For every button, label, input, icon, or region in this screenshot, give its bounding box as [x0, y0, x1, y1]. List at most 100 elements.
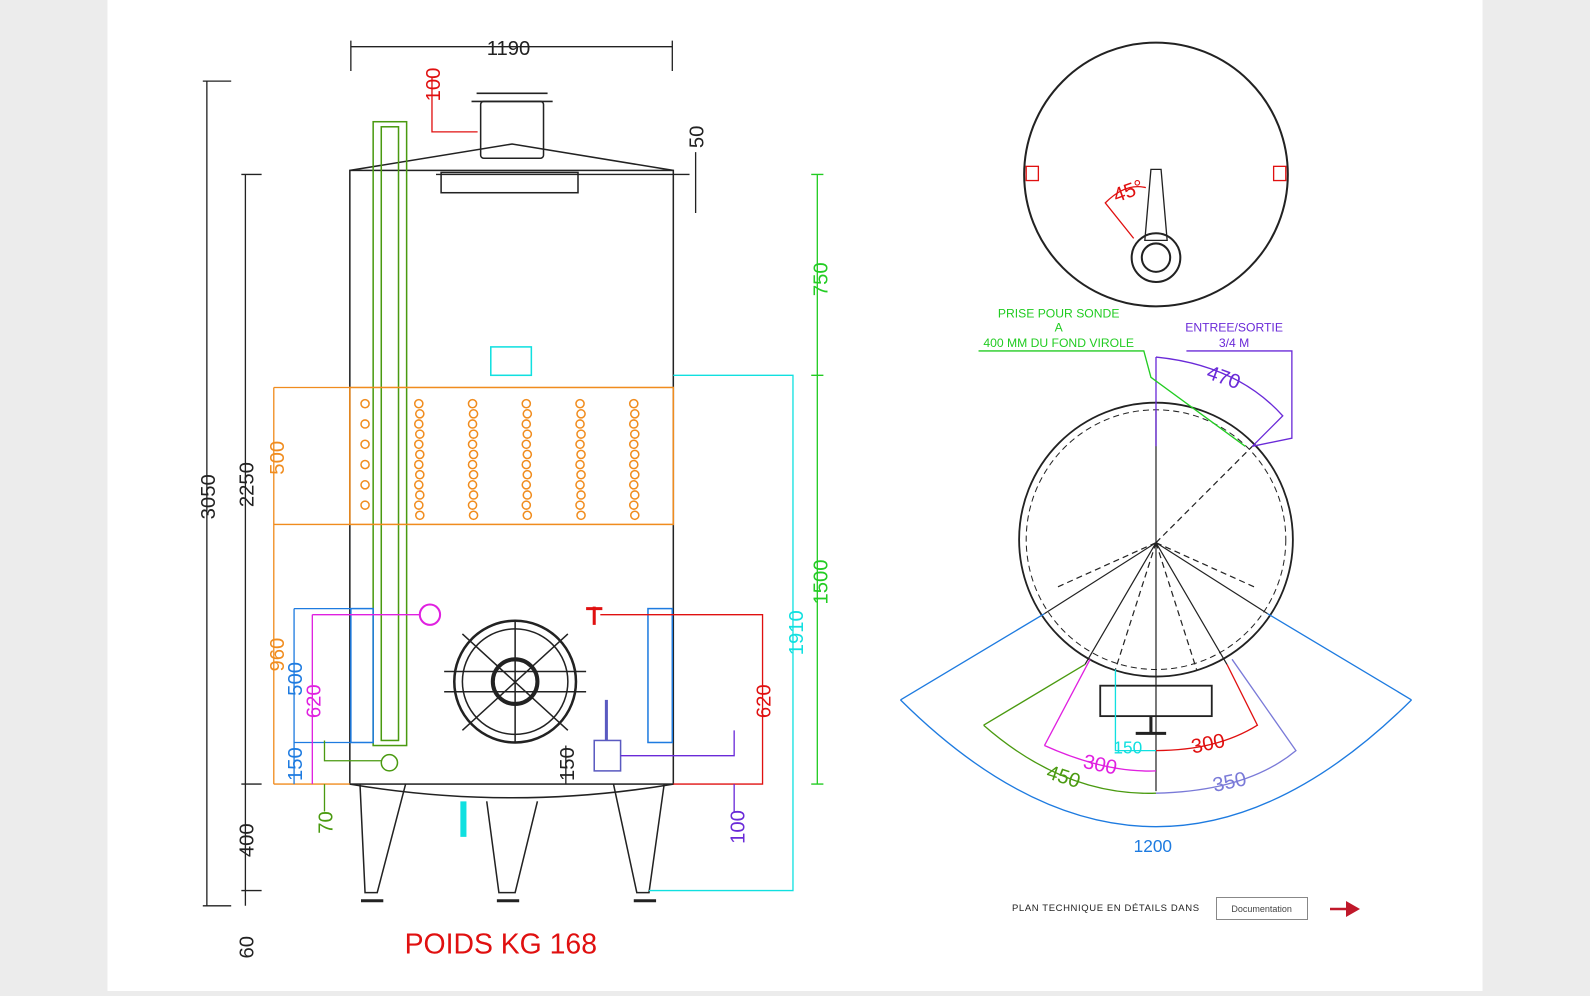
jacket-dimple [467, 480, 478, 490]
sheet-background [107, 0, 1483, 991]
documentation-bar: PLAN TECHNIQUE EN DÉTAILS DANS Documenta… [1012, 897, 1360, 920]
jacket-dimple [413, 459, 424, 470]
jacket-dimple [467, 500, 478, 510]
jacket-dimple [628, 398, 639, 409]
jacket-dimple [414, 449, 425, 460]
dim-150: 150 [1113, 738, 1142, 758]
level-gauge [372, 120, 408, 772]
arrow-right-icon[interactable] [1329, 900, 1360, 917]
dim-width: 1190 [487, 38, 531, 60]
jacket-dimple [414, 490, 425, 500]
documentation-button[interactable]: Documentation [1215, 897, 1308, 920]
probe-socket [490, 346, 533, 377]
jacket-dimple [629, 469, 640, 480]
jacket-dimple [360, 439, 370, 450]
bottom-dimension-lines [899, 350, 1412, 828]
dim-total-height: 3050 [198, 474, 220, 519]
jacket-dimple [628, 500, 639, 510]
jacket-dimple [468, 429, 479, 439]
jacket-dimple [468, 449, 479, 460]
dim-1910: 1910 [786, 610, 808, 655]
jacket-dimple [521, 439, 532, 450]
jacket-dimple [360, 480, 370, 490]
bottom-view [1018, 401, 1294, 792]
jacket-dimple [467, 419, 478, 429]
dim-jacket: 500 [267, 441, 289, 475]
dim-plate-bottom: 150 [285, 747, 307, 781]
weight-label: POIDS KG 168 [405, 928, 597, 960]
jacket-dimple [575, 419, 585, 429]
dim-roof: 50 [687, 126, 709, 149]
dim-750: 750 [810, 262, 832, 296]
bottom-notes: PRISE POUR SONDE A 400 MM DU FOND VIROLE… [983, 306, 1283, 349]
jacket-dimple [628, 439, 639, 450]
jacket-dimple [628, 459, 639, 470]
jacket-dimple [628, 480, 639, 490]
jacket-dimple [413, 500, 424, 510]
jacket-dimple [360, 459, 370, 470]
jacket-dimple [521, 398, 532, 409]
dim-outlet: 100 [727, 810, 749, 844]
jacket-dimple [521, 500, 532, 510]
jacket-dimple [360, 398, 370, 409]
dim-plate: 500 [285, 662, 307, 696]
jacket-dimple [413, 480, 424, 490]
dim-legs: 400 [237, 823, 259, 857]
dim-1200: 1200 [1134, 836, 1172, 856]
jacket-dimple [522, 429, 533, 439]
dim-960: 960 [267, 638, 289, 672]
tank-side-view [349, 92, 675, 903]
jacket-dimple [467, 439, 478, 450]
jacket-dimple [576, 510, 586, 521]
jacket-dimple [629, 510, 640, 521]
dimension-lines [202, 40, 824, 907]
jacket-dimple [360, 500, 370, 510]
jacket-dimple [576, 409, 586, 419]
jacket-dimple [576, 449, 586, 460]
inlet-note-line1: ENTREE/SORTIE [1185, 321, 1283, 335]
sample-valve [586, 606, 603, 625]
jacket-dimple [414, 469, 425, 480]
dim-door-bottom: 150 [557, 747, 579, 781]
jacket-dimple [414, 429, 425, 439]
jacket-dimple [629, 429, 640, 439]
dim-feet: 60 [237, 936, 259, 959]
jacket-dimple [468, 510, 479, 521]
jacket-dimple [522, 409, 533, 419]
dimension-labels: 1190 50 3050 2250 400 60 150 100 620 750… [198, 38, 832, 959]
jacket-dimple [575, 500, 585, 510]
documentation-label: PLAN TECHNIQUE EN DÉTAILS DANS [1012, 903, 1200, 914]
cooling-jacket [349, 386, 675, 526]
tank-legs [359, 783, 665, 894]
jacket-dimple [576, 490, 586, 500]
jacket-dimple [413, 439, 424, 450]
jacket-dimple [521, 480, 532, 490]
jacket-dimple [467, 398, 478, 409]
tank-roof [349, 143, 674, 172]
dim-body-height: 2250 [237, 462, 259, 507]
jacket-dimple [522, 469, 533, 480]
jacket-dimple [468, 469, 479, 480]
dim-valve-height: 620 [754, 684, 776, 718]
dim-1500: 1500 [810, 559, 832, 604]
probe-note-line1: PRISE POUR SONDE [998, 306, 1120, 320]
probe-note-line2: A [1055, 321, 1064, 335]
top-view [1023, 41, 1289, 308]
tank-bottom [349, 783, 674, 799]
jacket-dimple [575, 480, 585, 490]
dim-70: 70 [316, 811, 338, 834]
jacket-dimple [576, 429, 586, 439]
jacket-dimple [576, 469, 586, 480]
dim-manhole: 100 [423, 68, 445, 102]
jacket-dimple [629, 490, 640, 500]
jacket-dimple [575, 398, 585, 409]
jacket-dimple [468, 490, 479, 500]
side-plates [350, 607, 674, 744]
jacket-dimple [467, 459, 478, 470]
jacket-dimple [629, 409, 640, 419]
jacket-dimple [521, 419, 532, 429]
jacket-dimple [522, 449, 533, 460]
jacket-dimple [575, 459, 585, 470]
